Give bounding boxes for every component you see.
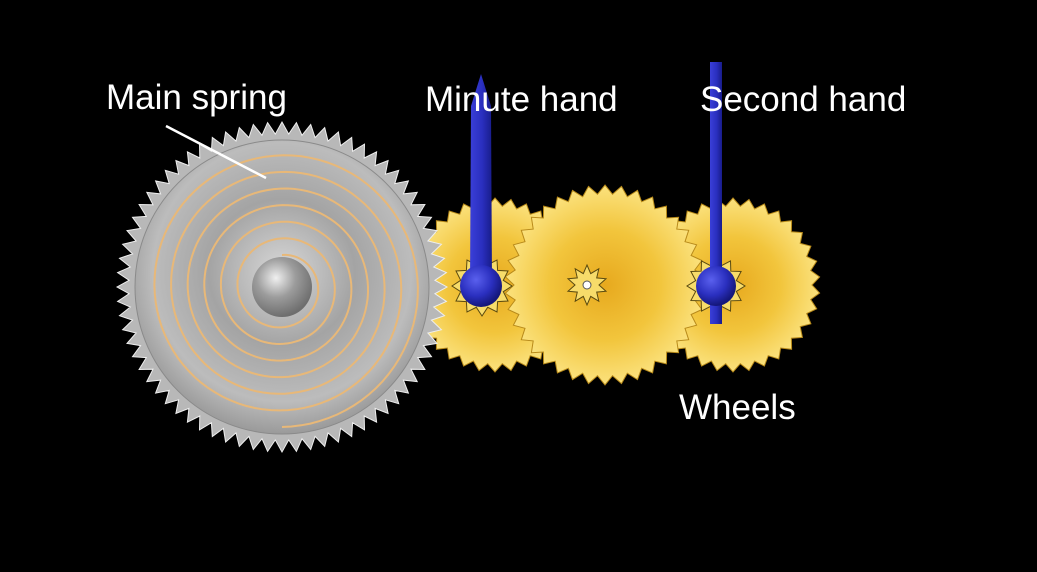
- second-hand: [696, 62, 736, 324]
- minute-hand: [460, 74, 502, 307]
- wheels-label: Wheels: [679, 388, 796, 427]
- second-hand-cap: [696, 266, 736, 306]
- minute-hand-label: Minute hand: [425, 80, 618, 119]
- wheel-2: [504, 184, 706, 386]
- minute-hand-shaft: [470, 74, 492, 284]
- barrel-arbor: [252, 257, 312, 317]
- wheel-2-arbor: [582, 280, 592, 290]
- minute-hand-cap: [460, 265, 502, 307]
- second-hand-label: Second hand: [700, 80, 907, 119]
- main-spring-label: Main spring: [106, 78, 287, 117]
- mainspring-barrel: [115, 120, 449, 454]
- second-hand-shaft: [710, 62, 722, 324]
- main-spring-leader-line: [165, 124, 267, 180]
- main-spring-coil: [153, 154, 419, 428]
